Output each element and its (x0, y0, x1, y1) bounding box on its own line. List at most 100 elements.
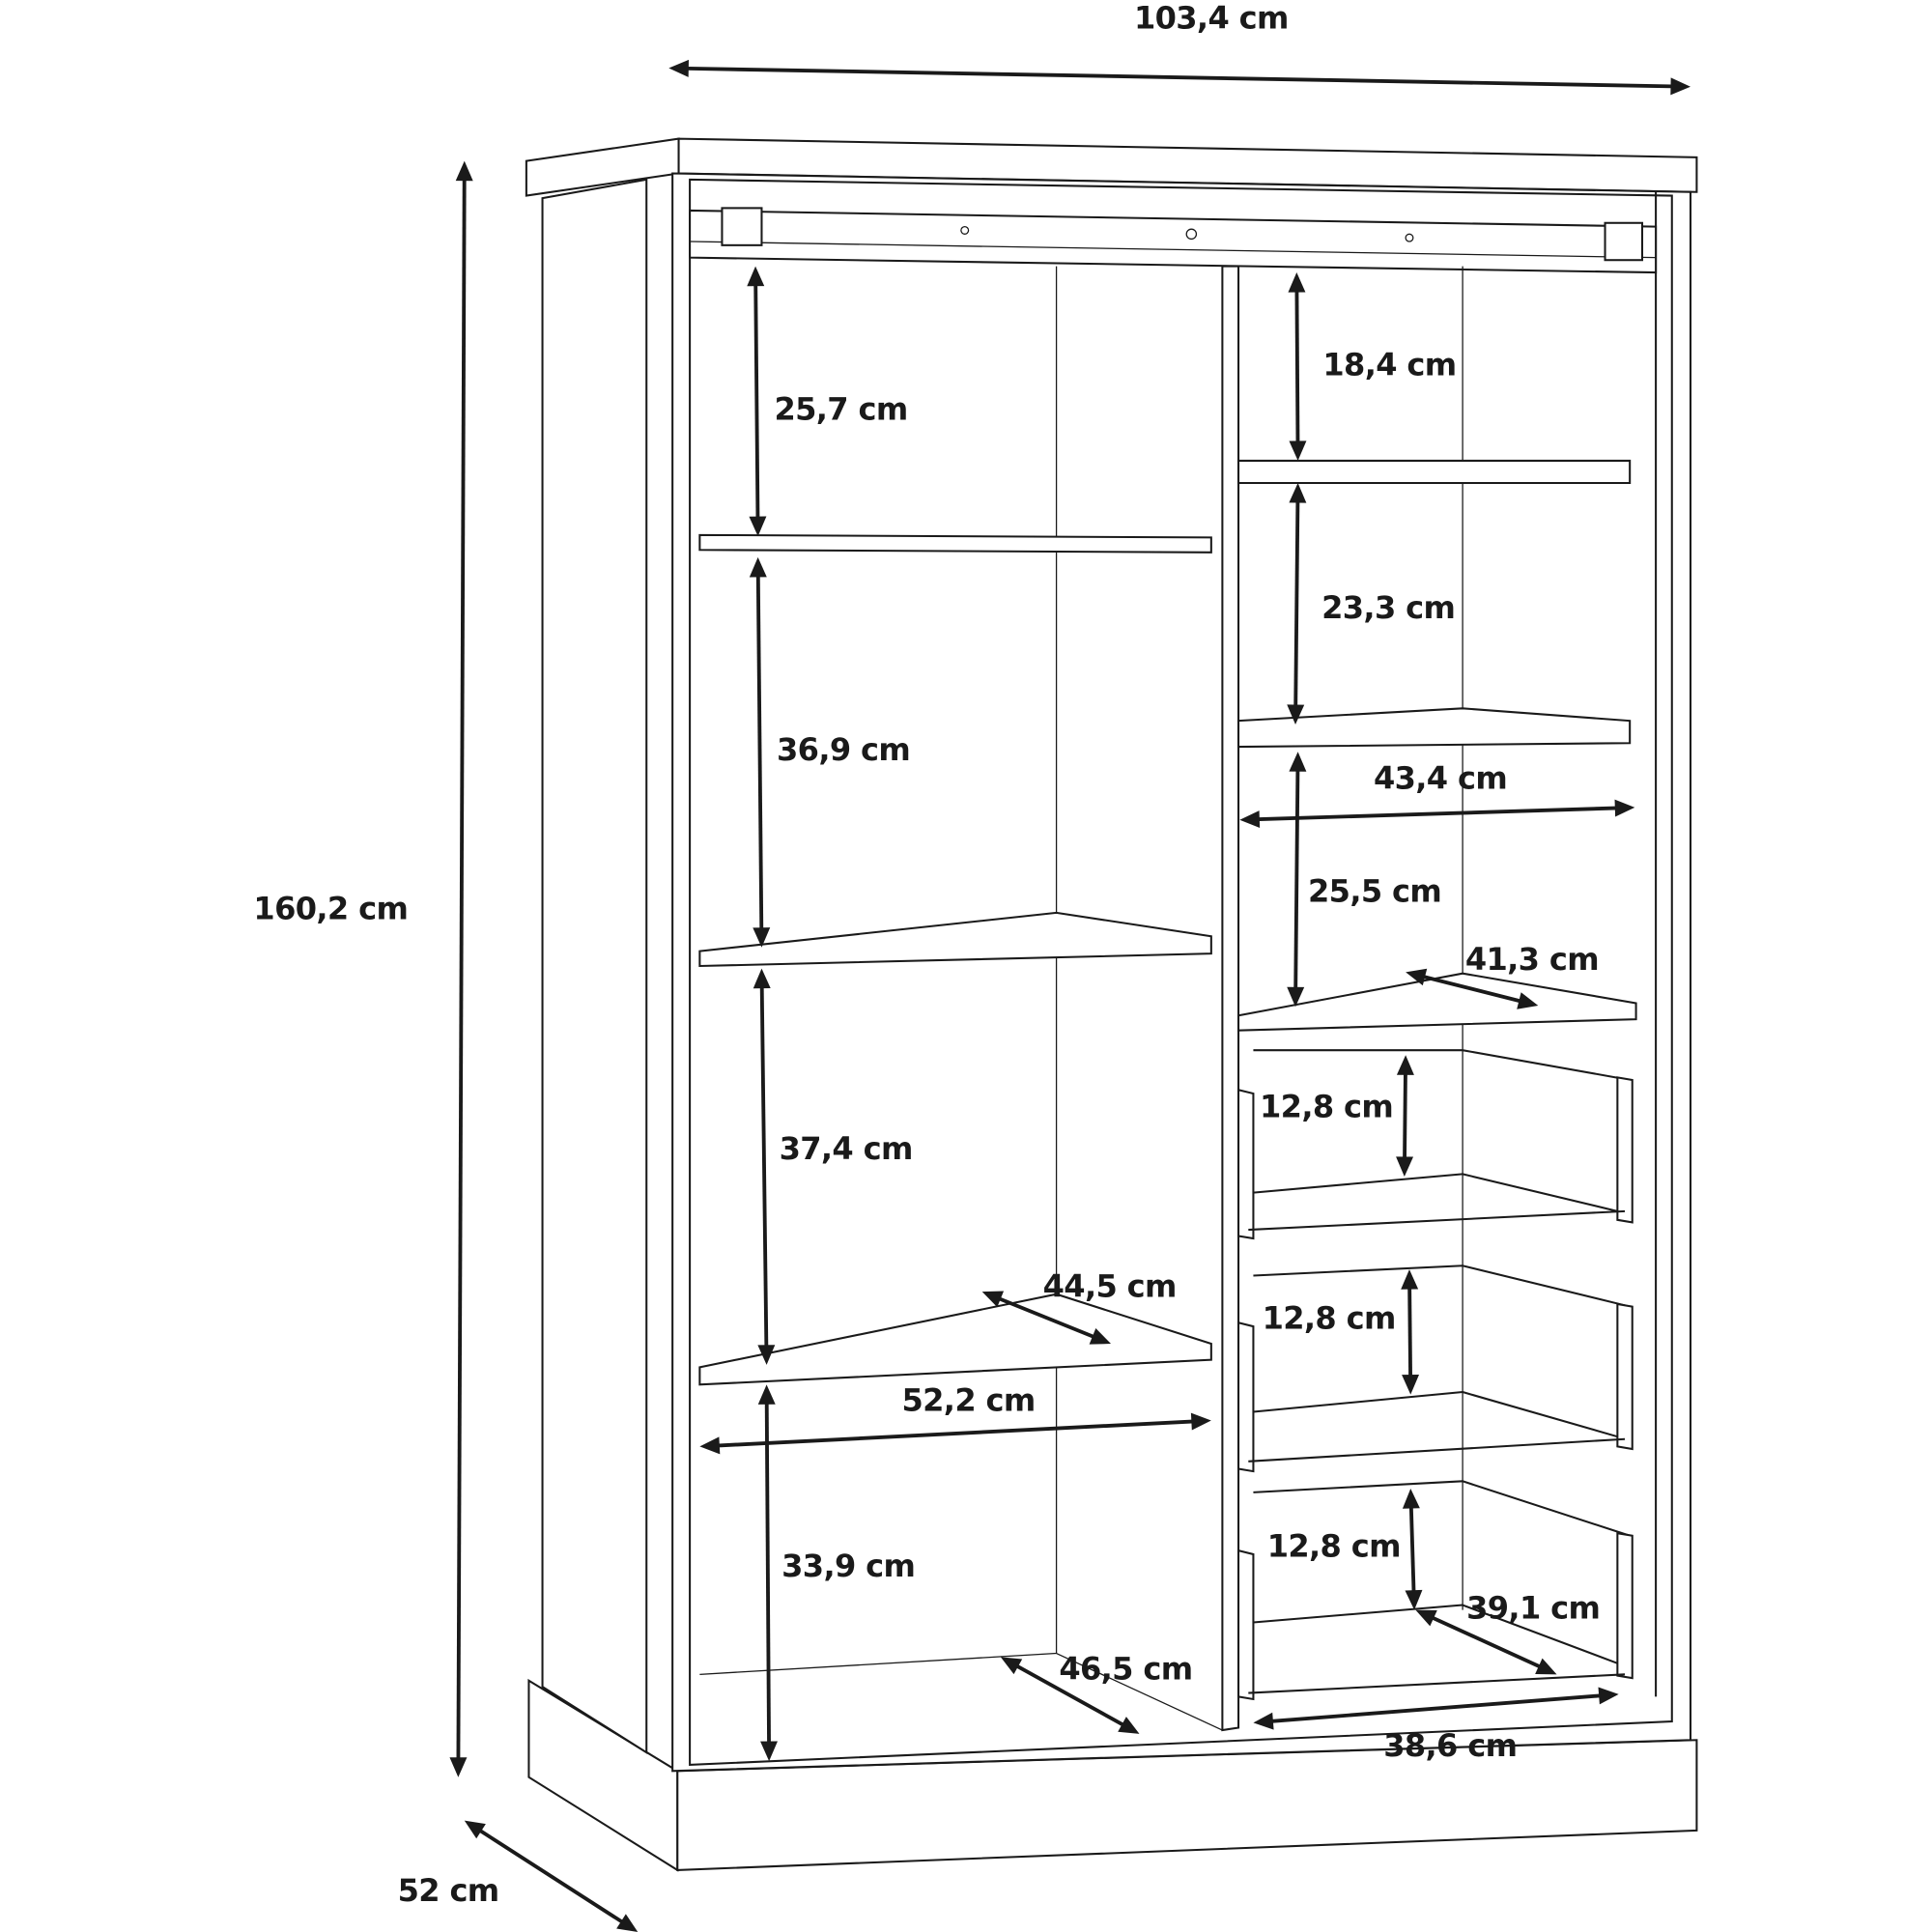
arrowhead (1289, 483, 1307, 503)
dimension-arrow-drawer-height-1 (1396, 1055, 1414, 1177)
arrow-line (1252, 806, 1623, 822)
arrow-line (473, 1825, 629, 1927)
arrowhead (757, 1384, 776, 1405)
arrowhead (1405, 1589, 1423, 1610)
label-overall-depth: 52 cm (398, 1872, 499, 1909)
rail-bracket-right (1604, 221, 1644, 262)
arrowhead (1402, 1489, 1420, 1509)
arrowhead (455, 160, 473, 182)
arrowhead (1396, 1055, 1414, 1075)
arrowhead (1253, 1712, 1274, 1730)
arrowhead (1517, 992, 1539, 1009)
arrow-line (1293, 495, 1300, 713)
label-left-height-4: 33,9 cm (781, 1548, 915, 1584)
right-shelf-2 (1237, 707, 1632, 749)
dimension-arrows (449, 59, 1690, 1932)
arrowhead (1289, 440, 1307, 461)
label-right-height-2: 23,3 cm (1321, 589, 1455, 626)
dimension-arrow-left-height-4 (757, 1384, 778, 1762)
center-divider (1221, 265, 1240, 1732)
dimension-arrow-left-height-1 (747, 266, 767, 537)
arrowhead (449, 1757, 468, 1777)
dimension-arrow-overall-depth (464, 1820, 639, 1932)
arrow-line (764, 1397, 771, 1749)
label-left-shelf-depth: 44,5 cm (1043, 1267, 1177, 1304)
arrowhead (616, 1914, 639, 1932)
dimension-arrow-overall-width (668, 59, 1690, 96)
dimension-arrow-left-shelf-depth (981, 1291, 1111, 1345)
dimension-arrow-right-height-1 (1288, 272, 1307, 461)
arrowhead (1415, 1609, 1437, 1627)
dimension-arrow-overall-height (449, 160, 473, 1777)
left-shelf-2 (698, 911, 1212, 968)
arrowhead (981, 1291, 1005, 1308)
label-drawer-depth: 39,1 cm (1466, 1590, 1600, 1627)
drawer-2 (1237, 1264, 1634, 1473)
arrowhead (1190, 1412, 1211, 1431)
arrowhead (699, 1436, 721, 1455)
arrowhead (1288, 272, 1306, 293)
drawer-1 (1237, 1049, 1634, 1240)
dimension-arrow-left-height-3 (753, 968, 776, 1365)
arrowhead (753, 927, 771, 948)
label-drawer-height-3: 12,8 cm (1267, 1528, 1401, 1565)
dimension-arrow-left-width (699, 1412, 1211, 1455)
dimension-arrow-right-width (1239, 799, 1635, 829)
label-right-height-3: 25,5 cm (1308, 872, 1441, 909)
arrowhead (1401, 1269, 1419, 1290)
arrow-line (712, 1419, 1200, 1448)
label-right-width: 43,4 cm (1374, 760, 1507, 797)
arrowhead (753, 968, 771, 989)
arrowhead (464, 1820, 486, 1839)
arrowhead (749, 516, 767, 537)
left-bottom-side (1056, 1652, 1223, 1731)
arrow-line (681, 66, 1679, 89)
top-plate-front (677, 137, 1698, 193)
label-overall-width: 103,4 cm (1134, 0, 1289, 37)
arrow-line (1293, 764, 1300, 995)
label-drawer-height-2: 12,8 cm (1263, 1300, 1396, 1337)
arrow-line (755, 569, 764, 935)
arrow-line (1426, 1613, 1547, 1671)
right-shelf-1 (1237, 459, 1632, 485)
label-left-bottom-depth: 46,5 cm (1059, 1650, 1192, 1687)
rail-screw (1405, 233, 1414, 242)
left-bottom-back (699, 1652, 1057, 1675)
label-left-height-1: 25,7 cm (774, 391, 907, 428)
dimension-arrow-drawer-height-2 (1401, 1269, 1420, 1395)
arrowhead (1287, 704, 1305, 724)
arrowhead (1239, 810, 1261, 829)
dimension-arrow-right-shelf-depth (1406, 968, 1539, 1009)
rail-screw (1185, 228, 1198, 241)
arrow-line (1408, 1500, 1416, 1598)
label-right-height-1: 18,4 cm (1322, 346, 1456, 383)
arrow-line (1417, 973, 1527, 1005)
arrowhead (1598, 1687, 1619, 1705)
dimension-arrow-drawer-height-3 (1402, 1489, 1423, 1610)
dimension-arrow-left-bottom-depth (1000, 1657, 1140, 1734)
label-drawer-height-1: 12,8 cm (1260, 1088, 1393, 1124)
arrow-line (1407, 1281, 1413, 1382)
left-shelf-1 (698, 533, 1212, 554)
arrowhead (1406, 968, 1428, 986)
label-left-height-2: 36,9 cm (777, 731, 910, 768)
arrowhead (1402, 1374, 1420, 1395)
dimension-arrow-right-height-3 (1287, 752, 1307, 1008)
arrowhead (747, 266, 765, 287)
arrowhead (1614, 799, 1635, 817)
arrow-line (992, 1294, 1100, 1342)
right-shelf-3 (1237, 972, 1637, 1032)
arrowhead (1287, 986, 1305, 1008)
label-drawer-width: 38,6 cm (1383, 1727, 1517, 1764)
label-left-width: 52,2 cm (901, 1381, 1035, 1418)
rail-bracket-left (721, 207, 763, 246)
arrowhead (668, 59, 689, 77)
arrow-line (1403, 1067, 1407, 1165)
arrowhead (1089, 1328, 1111, 1345)
arrowhead (1000, 1657, 1023, 1675)
cabinet-drawing (525, 137, 1698, 1872)
arrowhead (749, 556, 767, 578)
dimension-arrow-drawer-depth (1415, 1609, 1557, 1675)
dimension-arrow-left-height-2 (749, 556, 771, 948)
